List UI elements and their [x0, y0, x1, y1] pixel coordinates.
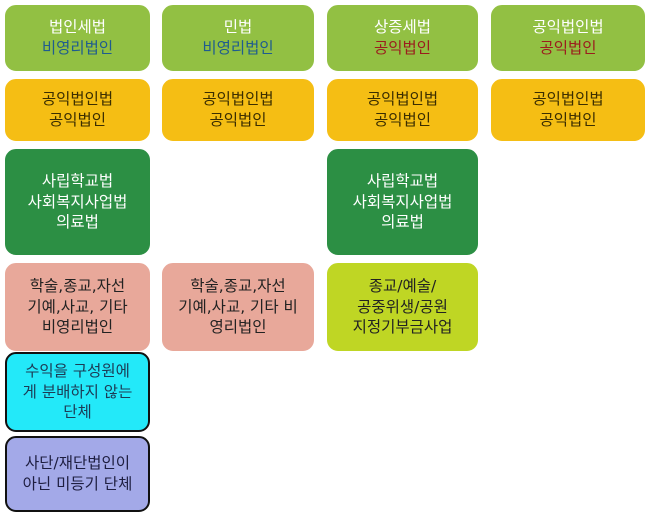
header-box-public-interest-corp-law: 공익법인법 공익법인	[491, 5, 645, 71]
box-line: 아닌 미등기 단체	[22, 475, 133, 493]
header-subtitle: 공익법인	[539, 39, 597, 57]
box-line: 비영리법인	[41, 318, 114, 337]
header-title: 공익법인법	[532, 18, 604, 37]
box-line: 사립학교법	[41, 171, 114, 190]
box-line: 사단/재단법인이	[24, 454, 131, 473]
box-line: 학술,종교,자선	[190, 276, 286, 295]
general-nonprofit-box-col2: 학술,종교,자선 기예,사교, 기타 비 영리법인	[162, 263, 314, 351]
box-line: 종교/예술/	[368, 276, 437, 295]
general-nonprofit-box-col1: 학술,종교,자선 기예,사교, 기타 비영리법인	[5, 263, 150, 351]
box-line: 게 분배하지 않는	[22, 382, 133, 401]
header-title: 상증세법	[373, 18, 432, 37]
header-subtitle: 비영리법인	[202, 39, 274, 57]
box-line: 사회복지사업법	[352, 192, 453, 211]
box-line: 수익을 구성원에	[25, 361, 130, 380]
special-law-box-col1: 사립학교법 사회복지사업법 의료법	[5, 149, 150, 255]
box-line: 공익법인법	[41, 90, 114, 109]
box-line: 공중위생/공원	[357, 297, 448, 316]
box-line: 기예,사교, 기타	[27, 297, 128, 316]
box-line: 공익법인	[48, 111, 107, 129]
box-line: 공익법인법	[532, 90, 604, 109]
header-title: 민법	[223, 18, 253, 37]
box-line: 의료법	[56, 213, 99, 232]
public-interest-box-col2: 공익법인법 공익법인	[162, 79, 314, 141]
box-line: 단체	[63, 403, 92, 422]
special-law-box-col3: 사립학교법 사회복지사업법 의료법	[327, 149, 478, 255]
box-line: 지정기부금사업	[352, 318, 453, 337]
box-line: 학술,종교,자선	[29, 276, 126, 295]
box-line: 의료법	[381, 213, 424, 232]
header-subtitle: 공익법인	[373, 39, 432, 57]
box-line: 기예,사교, 기타 비	[178, 297, 298, 316]
header-title: 법인세법	[48, 18, 107, 37]
box-line: 공익법인	[373, 111, 432, 129]
unregistered-group-box: 사단/재단법인이 아닌 미등기 단체	[5, 436, 150, 512]
box-line: 공익법인	[209, 111, 267, 129]
header-box-inheritance-gift-tax-law: 상증세법 공익법인	[327, 5, 478, 71]
box-line: 공익법인법	[366, 90, 439, 109]
box-line: 영리법인	[209, 318, 267, 337]
box-line: 공익법인	[539, 111, 597, 129]
header-box-corporate-tax-law: 법인세법 비영리법인	[5, 5, 150, 71]
designated-donation-box-col3: 종교/예술/ 공중위생/공원 지정기부금사업	[327, 263, 478, 351]
header-subtitle: 비영리법인	[41, 39, 114, 57]
public-interest-box-col4: 공익법인법 공익법인	[491, 79, 645, 141]
non-distributing-group-box: 수익을 구성원에 게 분배하지 않는 단체	[5, 352, 150, 432]
box-line: 사립학교법	[366, 171, 439, 190]
box-line: 사회복지사업법	[27, 192, 128, 211]
public-interest-box-col3: 공익법인법 공익법인	[327, 79, 478, 141]
public-interest-box-col1: 공익법인법 공익법인	[5, 79, 150, 141]
box-line: 공익법인법	[202, 90, 274, 109]
header-box-civil-law: 민법 비영리법인	[162, 5, 314, 71]
